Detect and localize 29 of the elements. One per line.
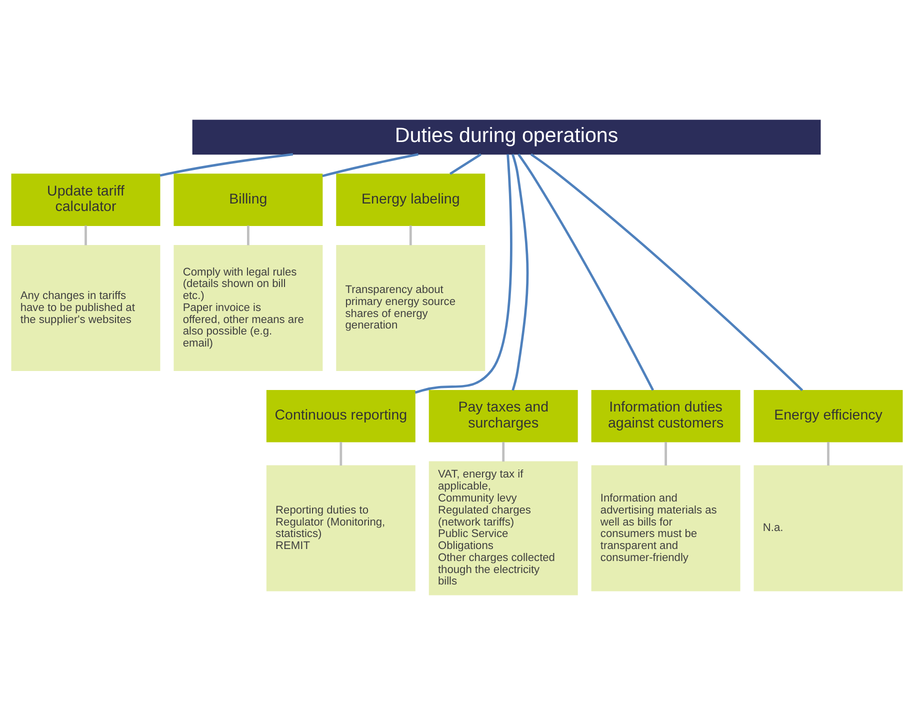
connector — [450, 153, 482, 175]
node-box: Reporting duties to Regulator (Monitoring, statistics) REMIT — [266, 465, 416, 592]
connector — [512, 154, 529, 391]
connector — [530, 153, 804, 392]
connector — [340, 442, 342, 466]
connector — [409, 226, 412, 246]
node-box: Information and advertising materials as well as bills for consumers must be transparent and consumer-friendly — [591, 465, 740, 592]
node-box: Pay taxes and surcharges — [428, 390, 578, 442]
node-box: Energy efficiency — [754, 390, 903, 442]
connector — [827, 442, 830, 466]
node-box: Duties during operations — [192, 120, 821, 155]
node-box: N.a. — [754, 465, 903, 592]
connector — [322, 153, 419, 178]
connector — [664, 442, 667, 466]
connector — [160, 153, 294, 177]
node-box: Any changes in tariffs have to be published at the supplier's websites — [11, 244, 160, 371]
connector — [518, 154, 654, 391]
connector — [247, 226, 250, 246]
node-box: Update tariff calculator — [11, 174, 160, 226]
node-box: Billing — [174, 174, 323, 226]
node-box: Information duties against customers — [591, 390, 740, 442]
node-box: Energy labeling — [336, 174, 486, 226]
node-box: Comply with legal rules (details shown on bill etc.) Paper invoice is offered, other means are also possible (e.g. email) — [174, 244, 323, 371]
connector — [84, 226, 87, 246]
node-box: Transparency about primary energy source shares of energy generation — [336, 244, 486, 371]
connector — [502, 442, 505, 462]
node-box: Continuous reporting — [266, 390, 416, 442]
connector — [414, 154, 512, 394]
node-box: VAT, energy tax if applicable, Community levy Regulated charges (network tariffs) Public Service Obligations Other charges collected though the electricity bills — [428, 461, 578, 596]
